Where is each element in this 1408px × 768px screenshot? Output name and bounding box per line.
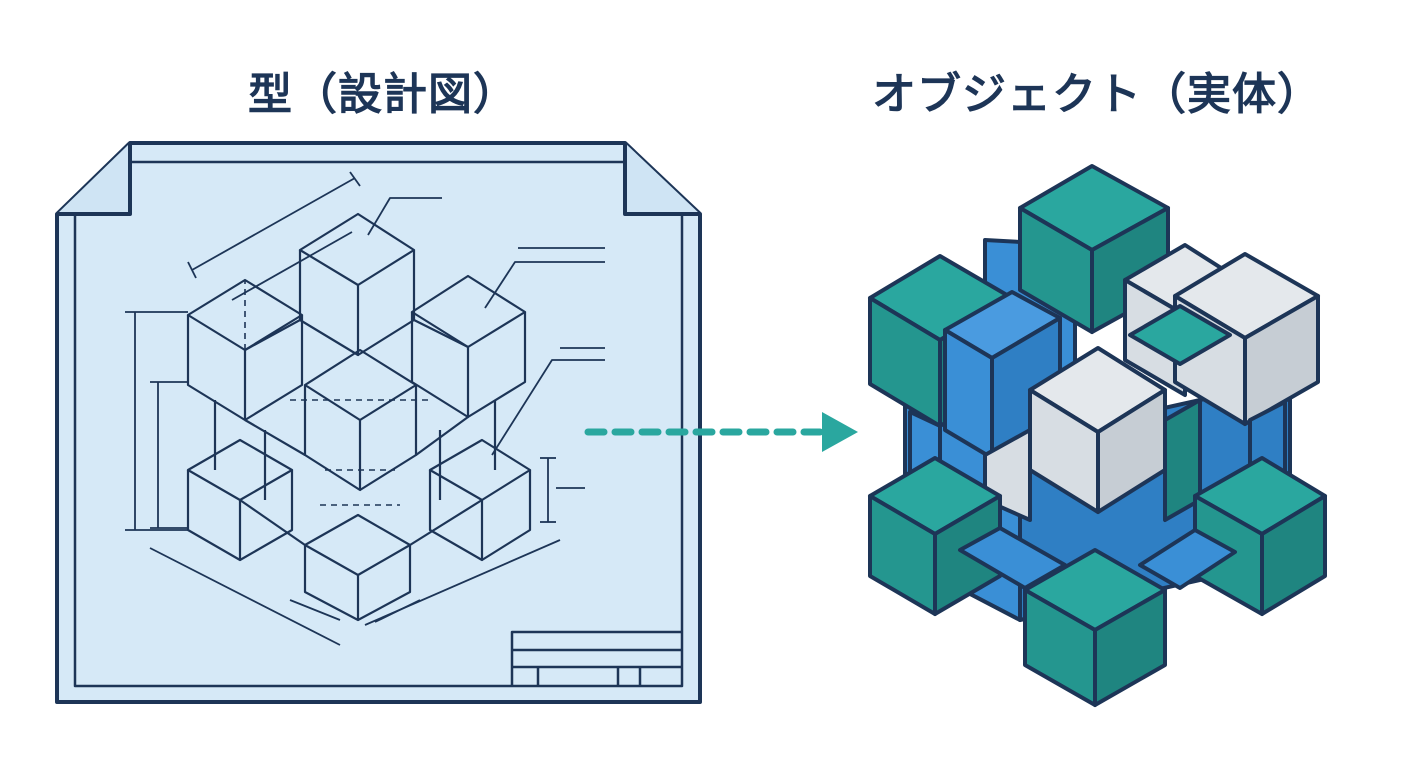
blueprint-sheet-icon [55, 141, 702, 704]
right-title: オブジェクト（実体） [872, 69, 1322, 120]
dashed-arrow-right-icon [584, 412, 858, 452]
title-block [510, 630, 682, 686]
left-title: 型（設計図） [248, 69, 518, 120]
blueprint-wireframe [125, 171, 605, 646]
isometric-cube-structure-icon [868, 164, 1327, 707]
